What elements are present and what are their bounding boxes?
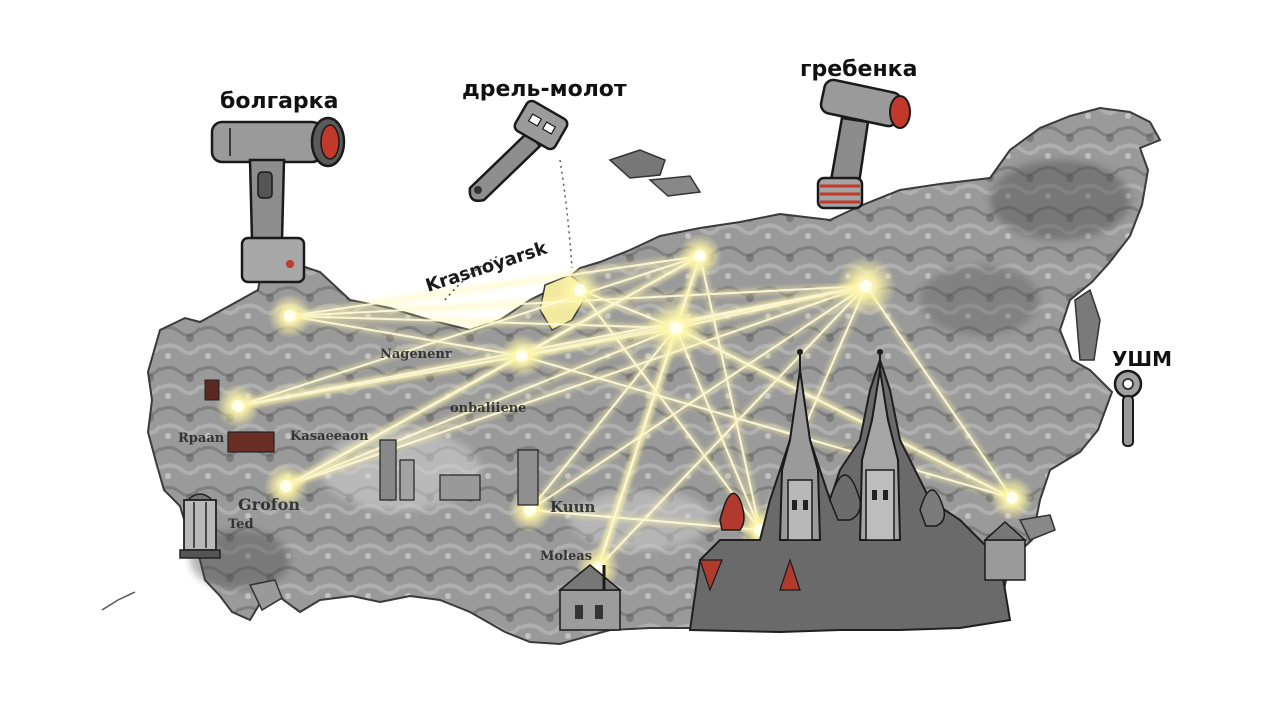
map-scribbles: Nagenenr Rpaan Kasaeeaon onbaliiene Grof… [178, 347, 596, 564]
connection-line [529, 285, 867, 511]
glow-node [524, 504, 536, 516]
drel-molot-label: дрель-молот [462, 77, 627, 102]
scribble-label: Kasaeeaon [290, 429, 369, 444]
glow-node [280, 480, 292, 492]
connection-line [289, 315, 523, 357]
glow-node [670, 322, 682, 334]
die-grinder-icon [816, 78, 911, 210]
key-tag-icon [1113, 369, 1143, 447]
kremlin-spires-icon [688, 349, 1027, 634]
glow-node [860, 280, 872, 292]
city-skyline [204, 379, 539, 506]
island [248, 579, 283, 612]
angle-grinder-icon [210, 116, 346, 284]
glow-node [232, 400, 244, 412]
connection-line [579, 289, 761, 531]
connection-line [237, 285, 867, 407]
connection-line [285, 327, 677, 487]
scribble-label: Nagenenr [380, 347, 452, 362]
scribble-label: Rpaan [178, 431, 225, 446]
onion-dome [829, 474, 862, 521]
glow-node [694, 250, 706, 262]
scribble-label: Kuun [550, 498, 596, 516]
connection-line [285, 255, 701, 487]
glow-node [284, 310, 296, 322]
ushm-label: УШМ [1112, 347, 1172, 371]
connection-line [289, 315, 677, 329]
scribble-label: Moleas [540, 549, 592, 564]
glow-node [1006, 492, 1018, 504]
onion-dome [719, 492, 745, 531]
connection-line [675, 327, 1013, 499]
church-sketch [557, 564, 623, 631]
glow-node [574, 284, 586, 296]
connection-line [865, 285, 1013, 499]
island [1074, 288, 1101, 361]
scribble-label: Grofon [238, 495, 300, 514]
island [1018, 514, 1056, 541]
glow-nodes [216, 234, 1034, 590]
connection-line [237, 255, 701, 407]
island [608, 149, 666, 179]
glow-node [516, 350, 528, 362]
onion-dome [919, 489, 946, 527]
connection-line [529, 327, 677, 511]
connection-line [699, 255, 761, 531]
scribble-label: Ted [228, 517, 254, 532]
hammer-drill-icon [468, 99, 569, 202]
connection-line [289, 255, 701, 317]
island [648, 175, 702, 197]
bolgarka-label: болгарка [220, 89, 338, 114]
grebenka-label: гребенка [800, 57, 917, 82]
scribble-label: onbaliiene [450, 401, 526, 416]
connection-line [675, 327, 761, 531]
connection-line [521, 355, 1013, 499]
lantern-icon [179, 493, 221, 559]
